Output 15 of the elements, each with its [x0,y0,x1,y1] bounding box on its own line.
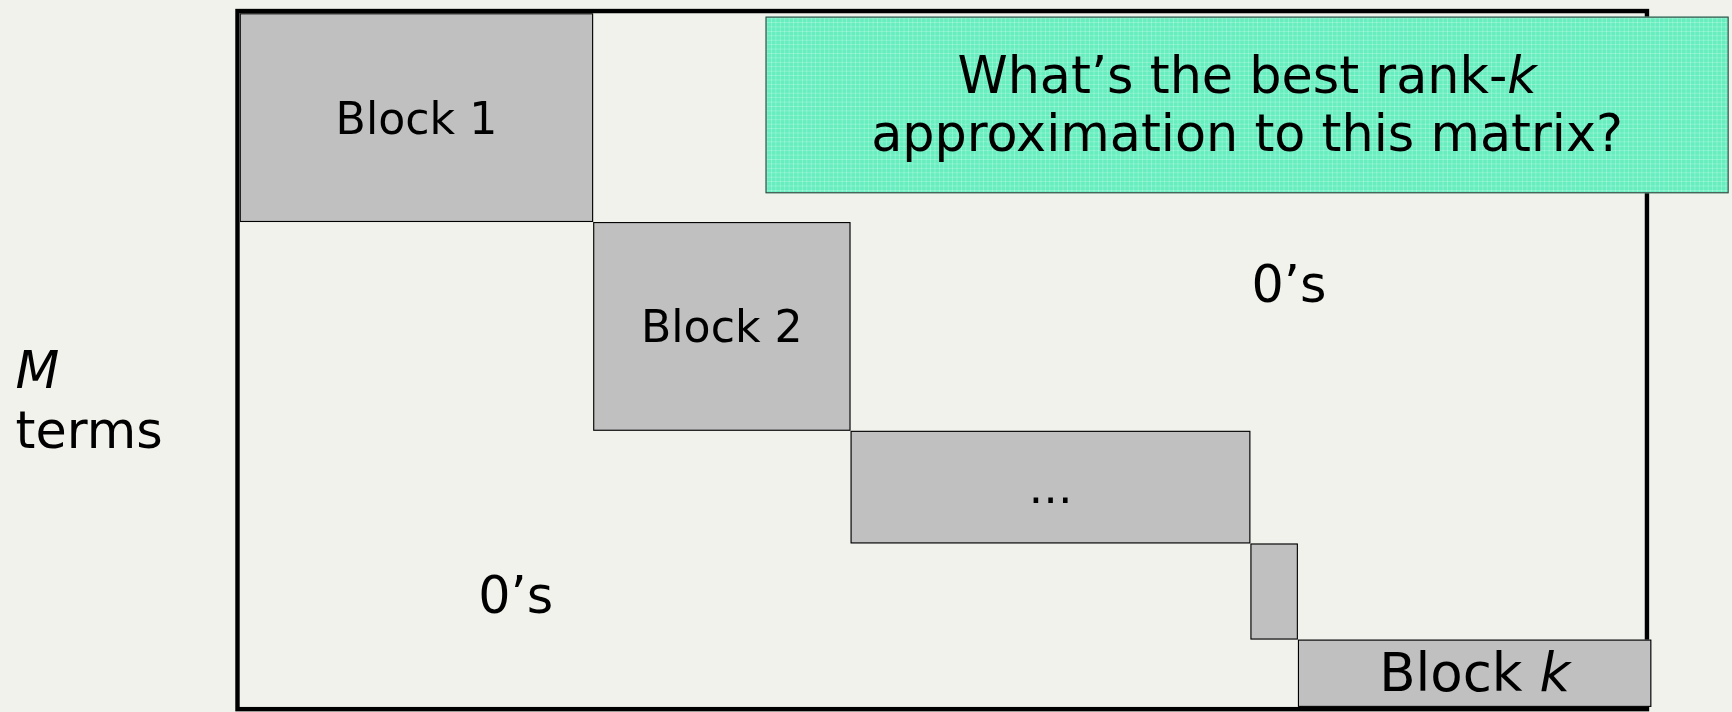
zeros-label: 0’s [478,565,554,627]
matrix-block [1297,639,1652,707]
matrix-block [593,222,851,431]
block-label: Block 2 [641,301,803,352]
matrix-block [850,430,1251,544]
zeros-label: 0’s [1251,254,1327,315]
callout-box [765,16,1729,194]
block-label: Block 1 [335,92,498,144]
matrix-frame [235,8,1650,712]
axis-label: M terms [15,340,164,463]
block-label: Block k [1379,642,1571,704]
matrix-block [1250,543,1298,640]
block-label: … [1028,461,1073,513]
question-text: What’s the best rank-k approximation to this matrix? [870,46,1625,164]
matrix-block [239,13,594,222]
